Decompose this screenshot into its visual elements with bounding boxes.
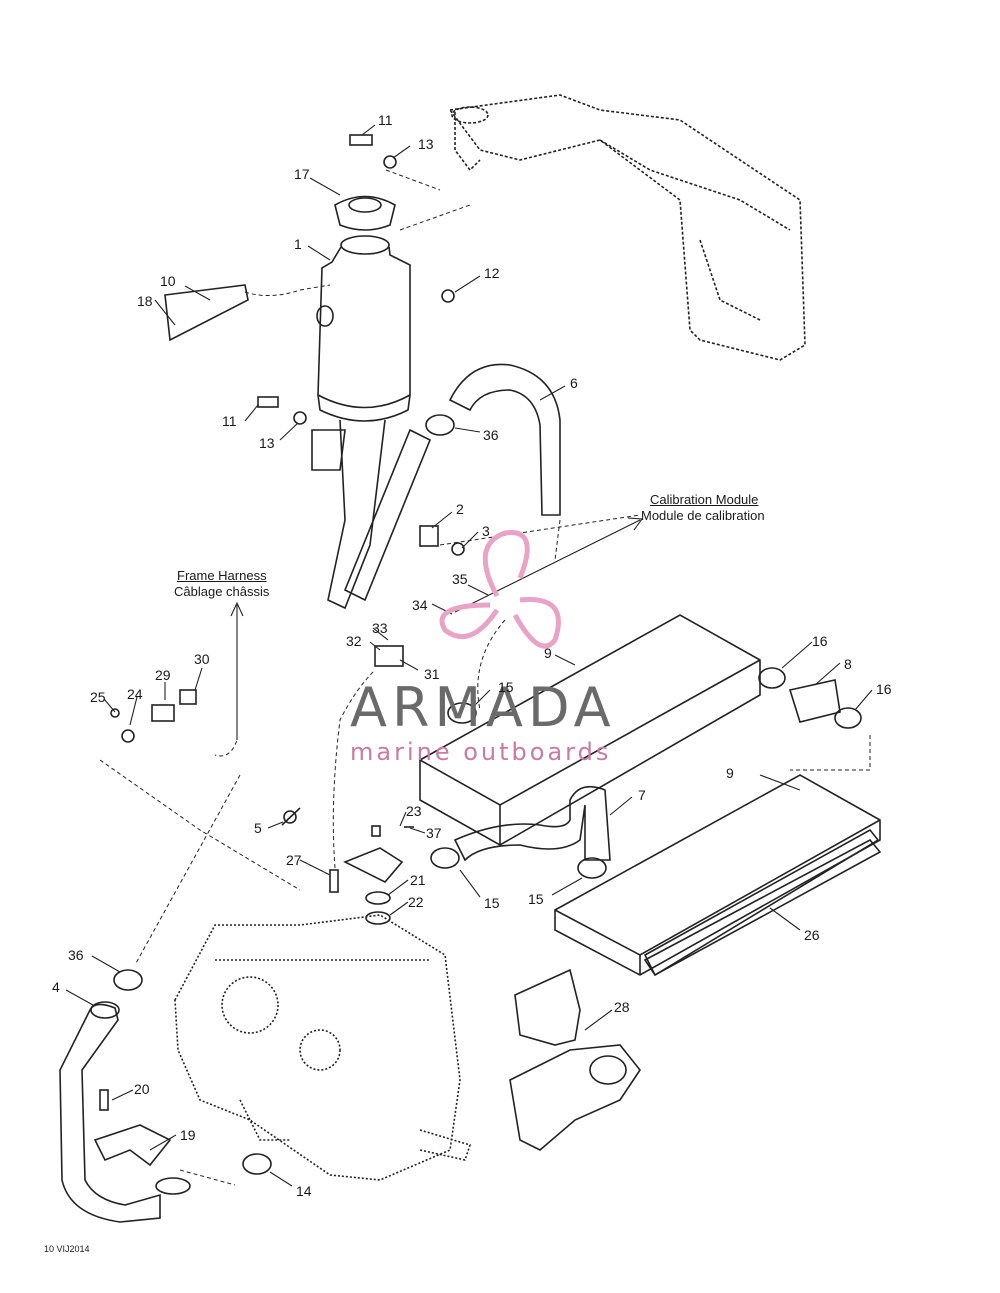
callout-2: 2 [456, 501, 464, 517]
callout-27: 27 [286, 852, 302, 868]
callout-15c: 15 [528, 891, 544, 907]
radiator-upper [419, 614, 761, 846]
callout-6: 6 [570, 375, 578, 391]
bracket-19 [93, 1124, 172, 1167]
callout-15b: 15 [484, 895, 500, 911]
callout-23: 23 [406, 803, 422, 819]
callout-12: 12 [484, 265, 500, 281]
callout-11b: 11 [222, 413, 237, 429]
hose-clamps [113, 414, 862, 1175]
tube-8 [788, 679, 841, 723]
callout-25: 25 [90, 689, 106, 705]
watermark-tagline: marine outboards [350, 738, 612, 766]
callout-13: 13 [418, 136, 434, 152]
callout-19: 19 [180, 1127, 196, 1143]
mount-bracket-28 [509, 968, 641, 1151]
harness-caption-fr: Câblage châssis [174, 584, 270, 599]
hose-4 [59, 1003, 161, 1223]
harness-arrow [230, 601, 244, 740]
callout-3: 3 [482, 523, 490, 539]
callout-34: 34 [412, 597, 428, 613]
small-hardware [99, 134, 465, 1111]
callout-22: 22 [408, 894, 424, 910]
callout-28: 28 [614, 999, 630, 1015]
armada-logo-icon [439, 530, 561, 649]
callout-32: 32 [346, 633, 362, 649]
callout-37: 37 [426, 825, 442, 841]
tank-assembly [448, 94, 806, 361]
callout-16b: 16 [876, 681, 892, 697]
callout-14: 14 [296, 1183, 312, 1199]
engine-block [174, 914, 472, 1181]
hose-tube [343, 428, 432, 602]
leader-lines [65, 124, 873, 1187]
drawing-code: 10 VIJ2014 [44, 1244, 90, 1254]
callout-9: 9 [544, 645, 552, 661]
callout-7: 7 [638, 787, 646, 803]
calibration-caption-en: Calibration Module [650, 492, 759, 507]
bar-26 [643, 838, 882, 977]
hose-6 [448, 363, 561, 516]
callout-33: 33 [372, 620, 388, 636]
callout-30: 30 [194, 651, 210, 667]
reservoir-cap [334, 195, 396, 231]
hose-4-end [90, 1001, 120, 1019]
callout-26: 26 [804, 927, 820, 943]
callout-9b: 9 [726, 765, 734, 781]
callout-8: 8 [844, 656, 852, 672]
callout-1: 1 [294, 236, 302, 252]
callout-31: 31 [424, 666, 440, 682]
callout-11: 11 [378, 112, 393, 128]
callout-36b: 36 [68, 947, 84, 963]
callout-15: 15 [498, 679, 514, 695]
callout-24: 24 [127, 686, 143, 702]
callout-36: 36 [483, 427, 499, 443]
routing-lines [99, 169, 871, 1186]
callout-5: 5 [254, 820, 262, 836]
elbow-fitting [155, 1177, 191, 1195]
callout-4: 4 [52, 979, 60, 995]
callout-21: 21 [410, 872, 426, 888]
harness-caption-en: Frame Harness [177, 568, 267, 583]
callout-20: 20 [134, 1081, 150, 1097]
callout-16: 16 [812, 633, 828, 649]
hose-7 [453, 785, 611, 862]
calibration-caption-fr: Module de calibration [641, 508, 765, 523]
callout-13b: 13 [259, 435, 275, 451]
radiator-lower [554, 774, 881, 977]
callout-10: 10 [160, 273, 176, 289]
callout-29: 29 [155, 667, 171, 683]
calibration-arrow [454, 517, 644, 613]
callout-17: 17 [294, 166, 310, 182]
watermark-name: ARMADA [350, 676, 616, 739]
callout-35: 35 [452, 571, 468, 587]
callout-18: 18 [137, 293, 153, 309]
